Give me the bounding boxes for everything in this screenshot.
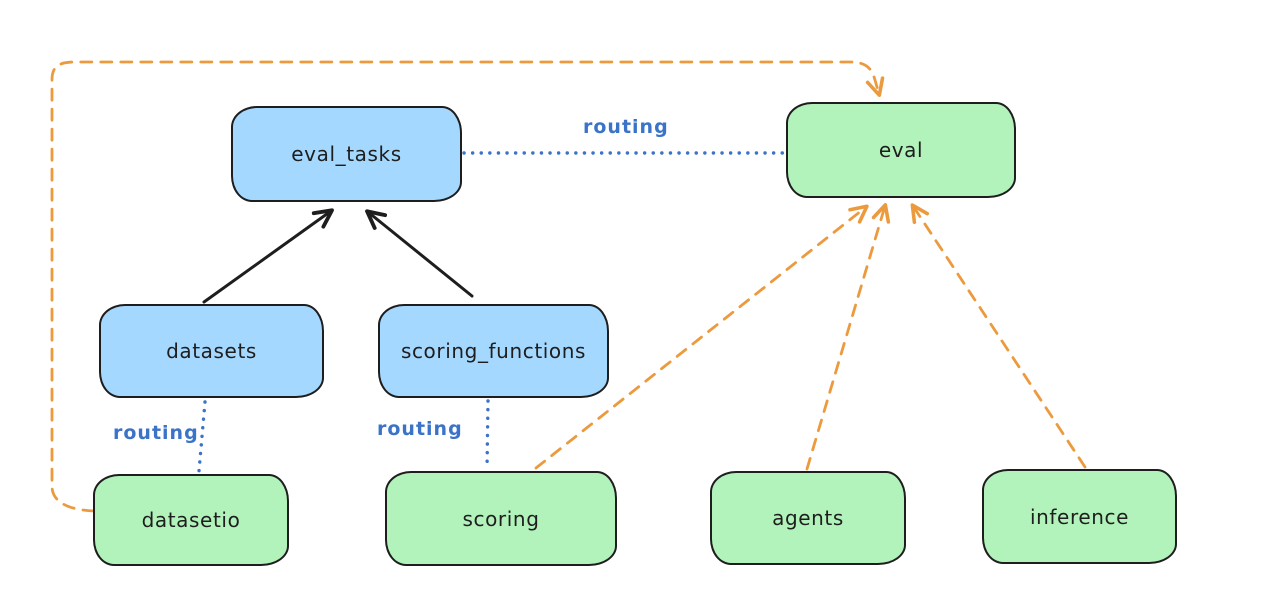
arrow-datasetio-loop-to-eval (50, 60, 885, 513)
arrow-scoring-functions-to-eval-tasks (365, 209, 474, 298)
edge-label-routing-eval-tasks-eval: routing (583, 116, 669, 138)
node-scoring: scoring (385, 471, 617, 566)
node-agents: agents (710, 471, 906, 565)
node-scoring-functions-label: scoring_functions (400, 339, 587, 363)
node-scoring-functions: scoring_functions (378, 304, 609, 398)
arrow-inference-to-eval (910, 203, 1087, 469)
arrow-datasets-to-eval-tasks (202, 208, 334, 304)
node-inference-label: inference (1029, 504, 1130, 529)
arrow-scoring-to-eval (534, 204, 869, 470)
node-datasets: datasets (99, 304, 324, 398)
node-scoring-label: scoring (462, 506, 540, 531)
routing-line-datasets-to-datasetio (197, 400, 207, 473)
node-datasets-label: datasets (166, 339, 257, 363)
node-eval-tasks: eval_tasks (231, 106, 462, 202)
arrow-agents-to-eval (805, 203, 891, 471)
node-eval-label: eval (878, 138, 924, 162)
routing-line-scoring-functions-to-scoring (485, 399, 490, 471)
node-inference: inference (982, 469, 1177, 564)
node-agents-label: agents (772, 506, 844, 530)
node-eval-tasks-label: eval_tasks (291, 142, 402, 166)
node-eval: eval (786, 102, 1016, 198)
edge-label-routing-scoring-functions-scoring: routing (377, 418, 463, 440)
edge-label-routing-datasets-datasetio: routing (113, 422, 199, 444)
node-datasetio: datasetio (93, 474, 289, 566)
node-datasetio-label: datasetio (141, 508, 241, 532)
